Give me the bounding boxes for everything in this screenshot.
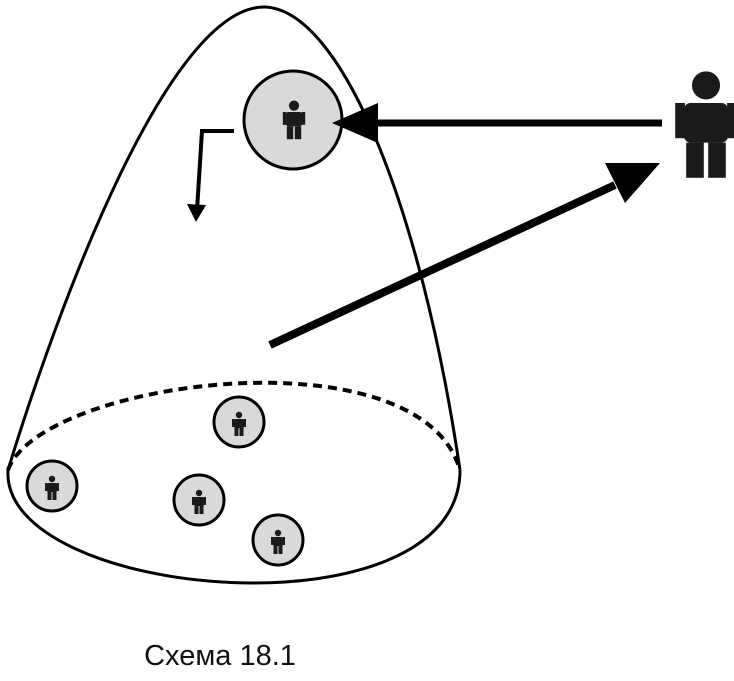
cone-outline: [6, 5, 462, 471]
cone-base-front: [6, 469, 462, 585]
arrow-down-from-leader: [187, 129, 234, 222]
member-circle: [212, 395, 266, 449]
member-circle: [251, 513, 305, 567]
external-person-icon: [675, 71, 734, 178]
cone-base-back: [6, 380, 462, 471]
member-circle: [172, 473, 226, 527]
caption: Схема 18.1: [144, 640, 296, 672]
leader-circle: [242, 69, 344, 171]
arrow-to-external: [268, 163, 660, 349]
arrow-to-leader: [332, 103, 662, 143]
member-circle: [25, 459, 79, 513]
